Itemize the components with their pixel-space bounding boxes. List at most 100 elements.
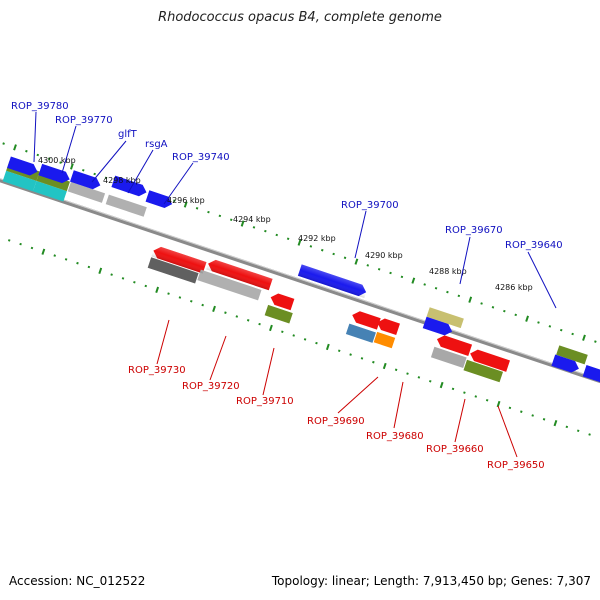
minor-tick (281, 330, 284, 333)
minor-tick (485, 398, 489, 402)
minor-tick (372, 360, 375, 364)
kbp-label: 4298 kbp (103, 176, 141, 185)
feature-band[interactable] (430, 346, 467, 368)
minor-tick (82, 168, 85, 172)
gene-label[interactable]: ROP_39660 (426, 444, 484, 455)
gene-label[interactable]: glfT (118, 129, 138, 140)
minor-tick (195, 207, 199, 210)
feature-band[interactable] (197, 269, 262, 301)
minor-tick (93, 172, 96, 176)
gene-shading (151, 244, 369, 298)
gene-arrow[interactable] (7, 156, 39, 178)
major-tick (183, 201, 188, 208)
feature-band[interactable] (264, 304, 293, 324)
minor-tick (463, 391, 466, 394)
gene-arrow[interactable] (38, 163, 71, 185)
feature-band[interactable] (373, 331, 396, 349)
kbp-label: 4300 kbp (38, 156, 76, 165)
minor-tick (30, 246, 34, 250)
major-tick (496, 400, 501, 408)
gene-arrow[interactable] (350, 309, 381, 330)
minor-tick (121, 277, 125, 280)
gene-label[interactable]: ROP_39740 (172, 152, 230, 163)
feature-band[interactable] (67, 181, 106, 203)
minor-tick (508, 406, 512, 410)
gene-arrow[interactable] (375, 317, 400, 336)
reverse-leader-lines (156, 319, 518, 458)
major-tick (297, 239, 302, 246)
feature-band[interactable] (2, 170, 37, 192)
leader-line (393, 381, 404, 429)
kbp-labels: 4300 kbp 4298 kbp 4296 kbp 4294 kbp 4292… (38, 156, 533, 292)
minor-tick (87, 265, 91, 269)
gene-label[interactable]: ROP_39720 (182, 381, 240, 392)
gene-arrow[interactable] (582, 364, 600, 387)
leader-line (497, 405, 518, 458)
minor-tick (53, 254, 56, 257)
minor-tick (429, 379, 432, 383)
minor-tick (229, 218, 233, 221)
gene-label[interactable]: ROP_39690 (307, 416, 365, 427)
gene-arrow[interactable] (269, 292, 295, 311)
minor-tick (542, 418, 546, 421)
feature-band[interactable] (556, 345, 588, 365)
gene-label[interactable]: ROP_39700 (341, 200, 399, 211)
major-tick (325, 343, 330, 351)
minor-tick (594, 340, 597, 343)
gene-label[interactable]: ROP_39730 (128, 365, 186, 376)
minor-tick (36, 153, 40, 157)
leader-line (33, 111, 37, 163)
gene-arrow[interactable] (69, 170, 102, 191)
minor-tick (246, 319, 250, 322)
kbp-label: 4292 kbp (298, 234, 336, 243)
feature-band[interactable] (463, 359, 504, 383)
minor-tick (2, 142, 5, 145)
major-tick (439, 381, 444, 389)
minor-tick (275, 233, 279, 237)
feature-band[interactable] (32, 180, 67, 202)
gene-arrow[interactable] (422, 316, 454, 338)
minor-tick (218, 214, 222, 218)
minor-tick (548, 325, 552, 328)
major-tick (98, 267, 103, 274)
gene-arrow[interactable] (435, 333, 473, 356)
gene-label[interactable]: ROP_39680 (366, 431, 424, 442)
lower-tick-track (7, 239, 591, 436)
feature-band[interactable] (105, 194, 147, 217)
minor-tick (252, 226, 256, 229)
leader-line (209, 335, 227, 381)
minor-tick (144, 284, 148, 288)
minor-tick (417, 376, 421, 379)
feature-band[interactable] (345, 323, 376, 343)
minor-tick (337, 349, 341, 353)
gene-label[interactable]: rsgA (145, 139, 168, 150)
gene-arrow[interactable] (145, 190, 174, 210)
minor-tick (286, 237, 290, 241)
gene-label[interactable]: ROP_39780 (11, 101, 69, 112)
minor-tick (110, 273, 113, 276)
minor-tick (25, 149, 28, 153)
leader-line (459, 236, 471, 285)
minor-tick (394, 368, 398, 372)
gene-label[interactable]: ROP_39650 (487, 460, 545, 471)
leader-line (127, 149, 154, 194)
gene-arrow[interactable] (468, 348, 510, 372)
feature-band[interactable] (426, 307, 464, 329)
leader-line (163, 162, 194, 205)
kbp-label: 4294 kbp (233, 215, 271, 224)
leader-line (337, 376, 379, 414)
feature-band[interactable] (147, 257, 199, 284)
major-tick (70, 163, 74, 170)
minor-tick (343, 256, 347, 260)
gene-label[interactable]: ROP_39770 (55, 115, 113, 126)
gene-arrow[interactable] (111, 175, 148, 198)
gene-label[interactable]: ROP_39640 (505, 240, 563, 251)
gene-label[interactable]: ROP_39710 (236, 396, 294, 407)
major-tick (240, 220, 245, 227)
gene-label[interactable]: ROP_39670 (445, 225, 503, 236)
gene-arrow[interactable] (551, 354, 580, 374)
major-tick (411, 277, 416, 284)
genome-stats-text: Topology: linear; Length: 7,913,450 bp; … (271, 574, 591, 588)
minor-tick (377, 267, 381, 271)
